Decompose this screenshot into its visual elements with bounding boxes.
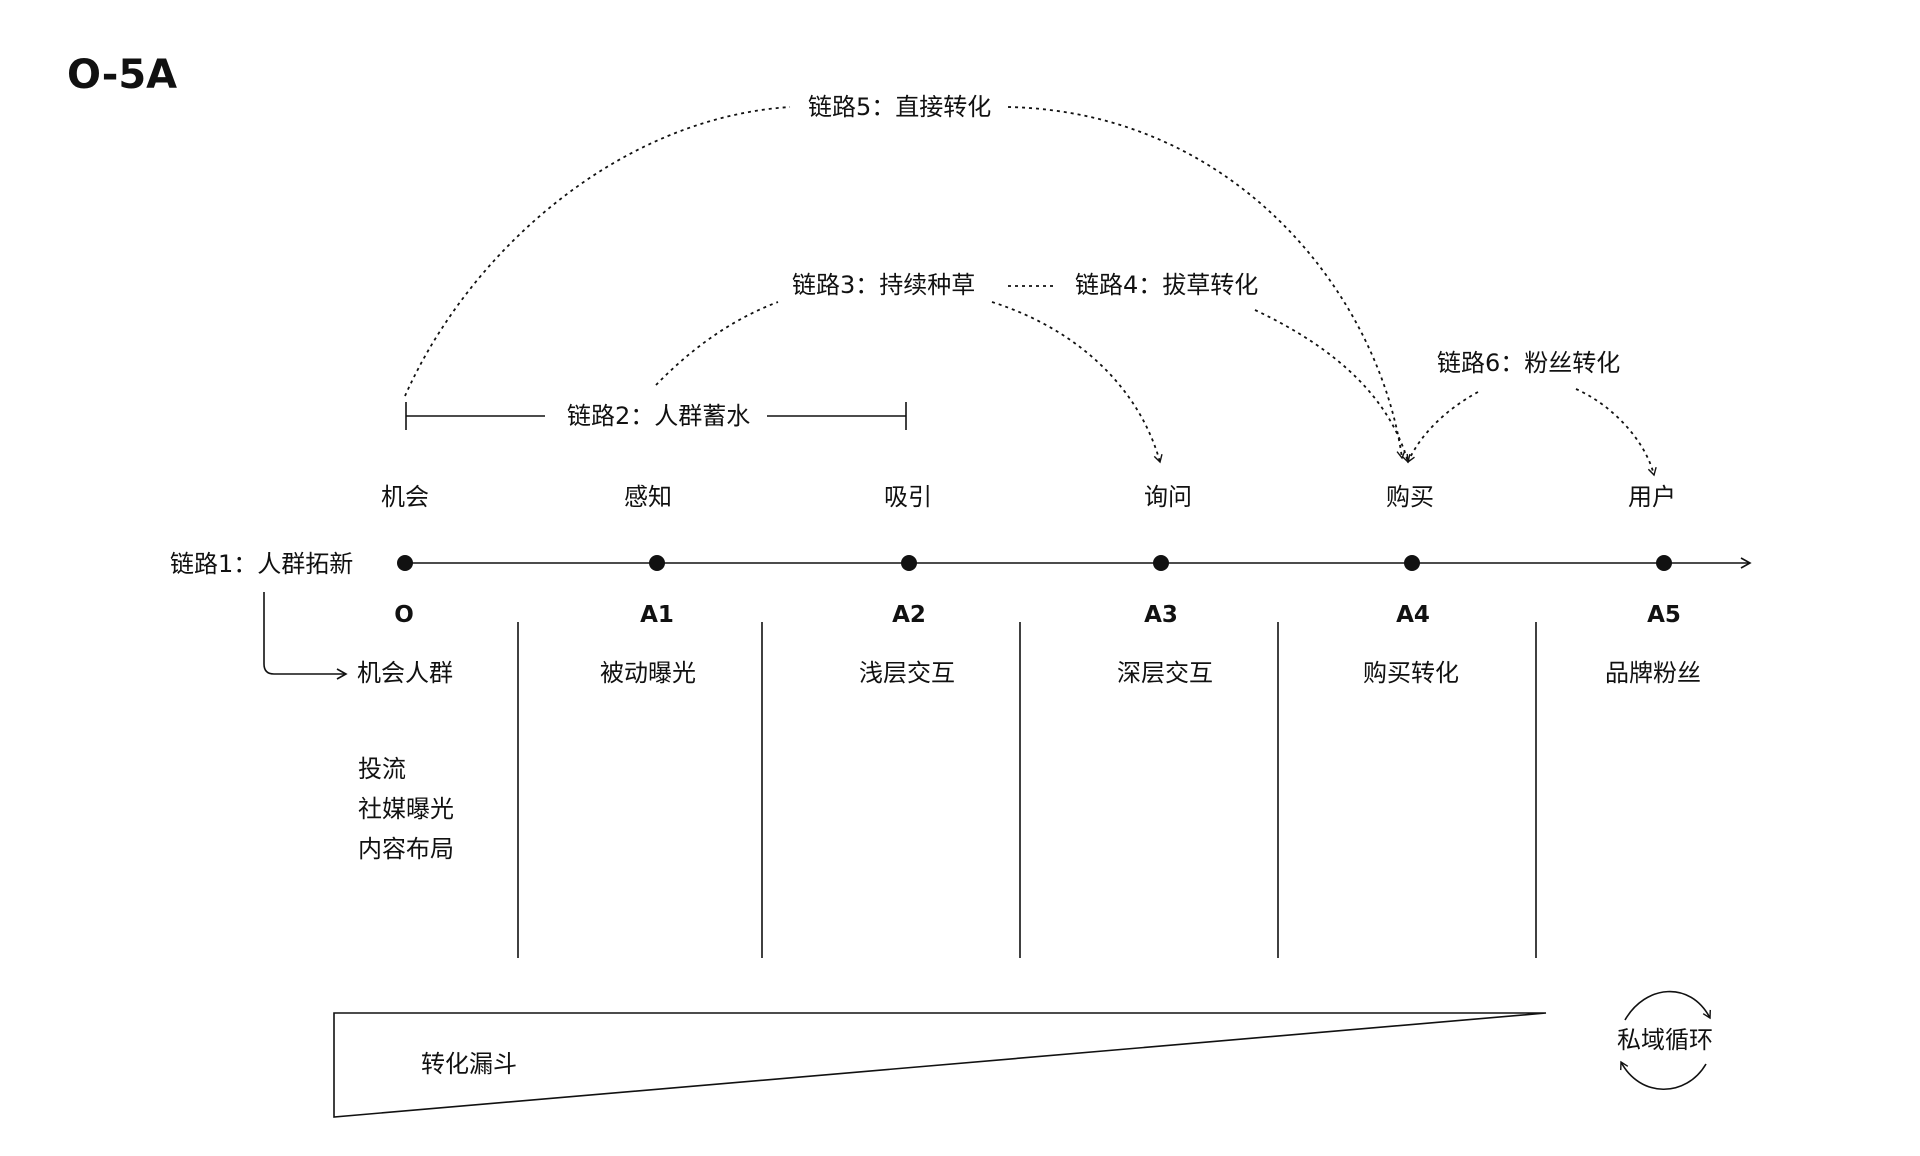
stage-label-0: 机会 — [381, 483, 429, 511]
loop-cycle-icon — [1620, 990, 1711, 1091]
route3-arc — [655, 301, 1163, 464]
funnel-label: 转化漏斗 — [421, 1050, 517, 1078]
stage-label-4: 购买 — [1386, 483, 1434, 511]
route5-arc — [404, 106, 1406, 460]
timeline-node-0 — [397, 555, 413, 571]
timeline-node-5 — [1656, 555, 1672, 571]
page-title: O-5A — [67, 52, 177, 98]
route2-label: 链路2：人群蓄水 — [567, 402, 750, 430]
stage-label-1: 感知 — [624, 483, 672, 511]
route6-label: 链路6：粉丝转化 — [1437, 349, 1620, 377]
route1-arrow — [263, 592, 348, 680]
stage-label-3: 询问 — [1144, 483, 1192, 511]
stage-label-5: 用户 — [1628, 483, 1676, 511]
group-label-1: 被动曝光 — [600, 659, 696, 687]
tactic-item: 内容布局 — [358, 835, 454, 863]
route4-arc — [1254, 309, 1411, 464]
group-label-3: 深层交互 — [1117, 659, 1213, 687]
conversion-funnel — [333, 1012, 1547, 1118]
stage-code-1: A1 — [640, 602, 674, 628]
stage-label-2: 吸引 — [884, 483, 932, 511]
group-label-2: 浅层交互 — [859, 659, 955, 687]
tactic-item: 社媒曝光 — [358, 795, 454, 823]
tactic-item: 投流 — [358, 755, 406, 783]
route2-bracket — [405, 402, 907, 430]
stage-code-5: A5 — [1647, 602, 1681, 628]
timeline-node-1 — [649, 555, 665, 571]
timeline-node-4 — [1404, 555, 1420, 571]
stage-code-4: A4 — [1396, 602, 1430, 628]
stage-code-3: A3 — [1144, 602, 1178, 628]
route6-arc — [1406, 388, 1657, 477]
stage-code-2: A2 — [892, 602, 926, 628]
column-dividers — [517, 622, 1537, 958]
loop-label: 私域循环 — [1617, 1026, 1713, 1054]
route1-label: 链路1：人群拓新 — [170, 550, 353, 578]
route4-label: 链路4：拔草转化 — [1075, 271, 1258, 299]
group-label-4: 购买转化 — [1363, 659, 1459, 687]
route5-label: 链路5：直接转化 — [808, 93, 991, 121]
timeline-node-3 — [1153, 555, 1169, 571]
timeline-node-2 — [901, 555, 917, 571]
stage-code-0: O — [394, 602, 414, 628]
group-label-5: 品牌粉丝 — [1605, 659, 1701, 687]
group-label-0: 机会人群 — [357, 659, 453, 687]
route3-label: 链路3：持续种草 — [792, 271, 975, 299]
